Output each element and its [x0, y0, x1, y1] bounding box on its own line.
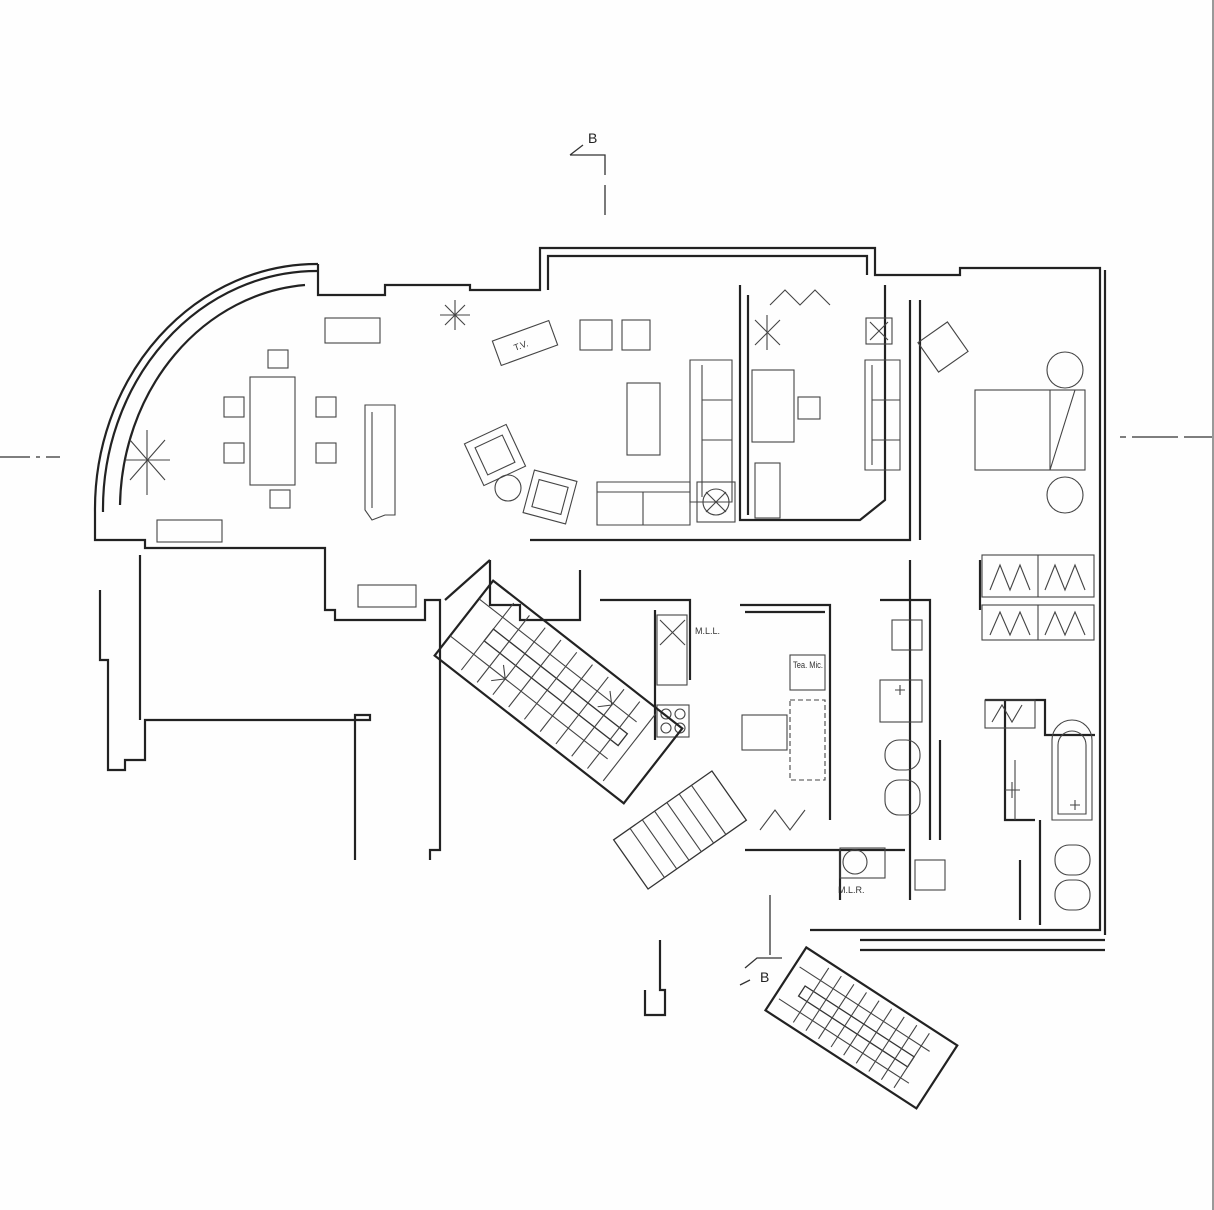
desk	[751, 369, 795, 443]
armchair	[917, 321, 969, 373]
bedroom-furniture	[917, 321, 1095, 729]
laundry-label: M.L.L.	[695, 626, 720, 636]
page-edge	[1212, 0, 1214, 1210]
living-furniture: T.V.	[463, 319, 736, 526]
toilet	[1054, 844, 1091, 876]
armchair	[522, 469, 578, 525]
bed	[974, 389, 1086, 471]
wardrobe	[981, 554, 1095, 729]
section-label-top: B	[588, 130, 597, 146]
chair	[579, 319, 613, 351]
chair	[223, 396, 245, 418]
utility-sink	[842, 849, 868, 875]
sink	[891, 619, 923, 651]
planter	[865, 317, 893, 345]
toilet	[884, 739, 921, 771]
interior-walls	[444, 285, 1095, 925]
exterior-walls	[93, 246, 1107, 952]
lower-staircase	[763, 945, 959, 1110]
chair	[797, 396, 821, 420]
chair	[621, 319, 651, 351]
main-staircase	[433, 579, 684, 805]
appliance-label-1: Tea. Mic.	[793, 660, 823, 670]
armchair	[463, 423, 527, 487]
service-stair	[612, 770, 748, 890]
chair	[315, 442, 337, 464]
sideboard	[156, 519, 223, 543]
section-line-a	[0, 436, 1214, 458]
kitchen: M.L.L. Tea. Mic. M.L.R.	[656, 614, 886, 895]
night-table	[1046, 476, 1084, 514]
side-table	[696, 481, 736, 523]
bidet	[1054, 879, 1091, 911]
console	[324, 317, 381, 344]
chair	[223, 442, 245, 464]
dining-table	[249, 376, 296, 486]
exterior-details	[643, 940, 751, 1017]
sofa	[864, 359, 901, 471]
night-table	[1046, 351, 1084, 389]
plant-icon	[125, 300, 781, 495]
tv-label: T.V.	[512, 338, 529, 352]
tv-unit	[491, 319, 559, 367]
section-marker-top: B	[569, 130, 606, 215]
study-furniture	[751, 289, 901, 519]
chair	[267, 349, 289, 369]
bench	[364, 404, 396, 521]
laundry-unit	[656, 614, 688, 686]
section-label-bottom: B	[760, 969, 769, 985]
utility-label: M.L.R.	[838, 885, 865, 895]
table	[741, 714, 788, 751]
door-swing	[759, 809, 806, 831]
sink	[914, 859, 946, 891]
dining-set	[156, 317, 417, 608]
chair	[315, 396, 337, 418]
bidet	[884, 779, 921, 816]
section-marker-bottom: B	[744, 895, 782, 985]
door-swing	[769, 289, 831, 306]
bathroom-fixtures	[879, 619, 1093, 911]
sofa	[596, 481, 691, 526]
cabinet	[754, 462, 781, 519]
cabinet	[357, 584, 417, 608]
cooktop	[656, 704, 690, 738]
bathtub	[1051, 719, 1093, 821]
sofa	[689, 359, 733, 503]
coffee-table	[626, 382, 661, 456]
shower	[879, 679, 923, 723]
appliance	[789, 654, 826, 691]
chair	[269, 489, 291, 509]
side-table	[494, 474, 522, 502]
